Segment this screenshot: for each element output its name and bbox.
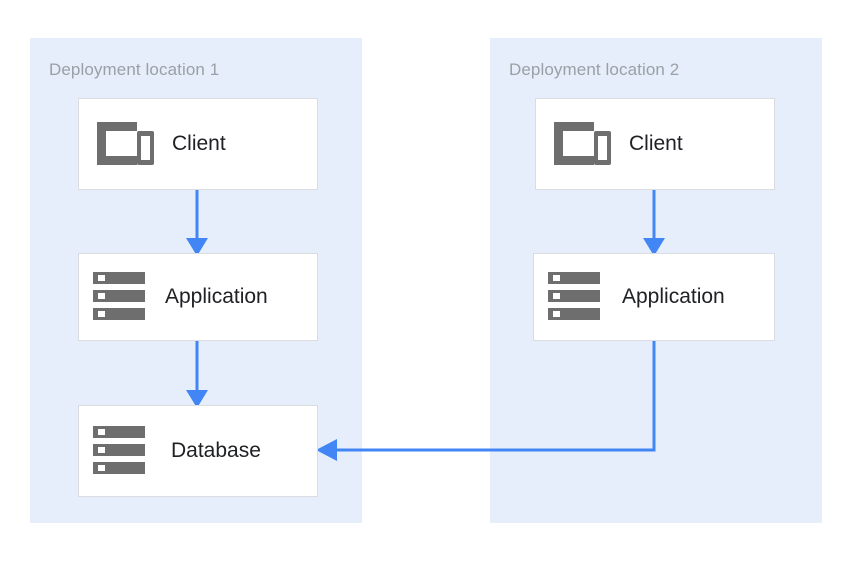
zone-2-title: Deployment location 2 <box>509 60 680 79</box>
server-icon <box>93 272 145 320</box>
node-database-1-label: Database <box>171 439 261 462</box>
node-client-1-label: Client <box>172 132 226 155</box>
node-application-1-label: Application <box>165 285 268 308</box>
node-client-1[interactable] <box>78 98 318 190</box>
node-application-2-label: Application <box>622 285 725 308</box>
client-devices-icon <box>97 122 154 165</box>
node-client-2[interactable] <box>535 98 775 190</box>
client-devices-icon <box>554 122 611 165</box>
server-icon <box>93 426 145 474</box>
server-icon <box>548 272 600 320</box>
node-client-2-label: Client <box>629 132 683 155</box>
zone-1-title: Deployment location 1 <box>49 60 220 79</box>
